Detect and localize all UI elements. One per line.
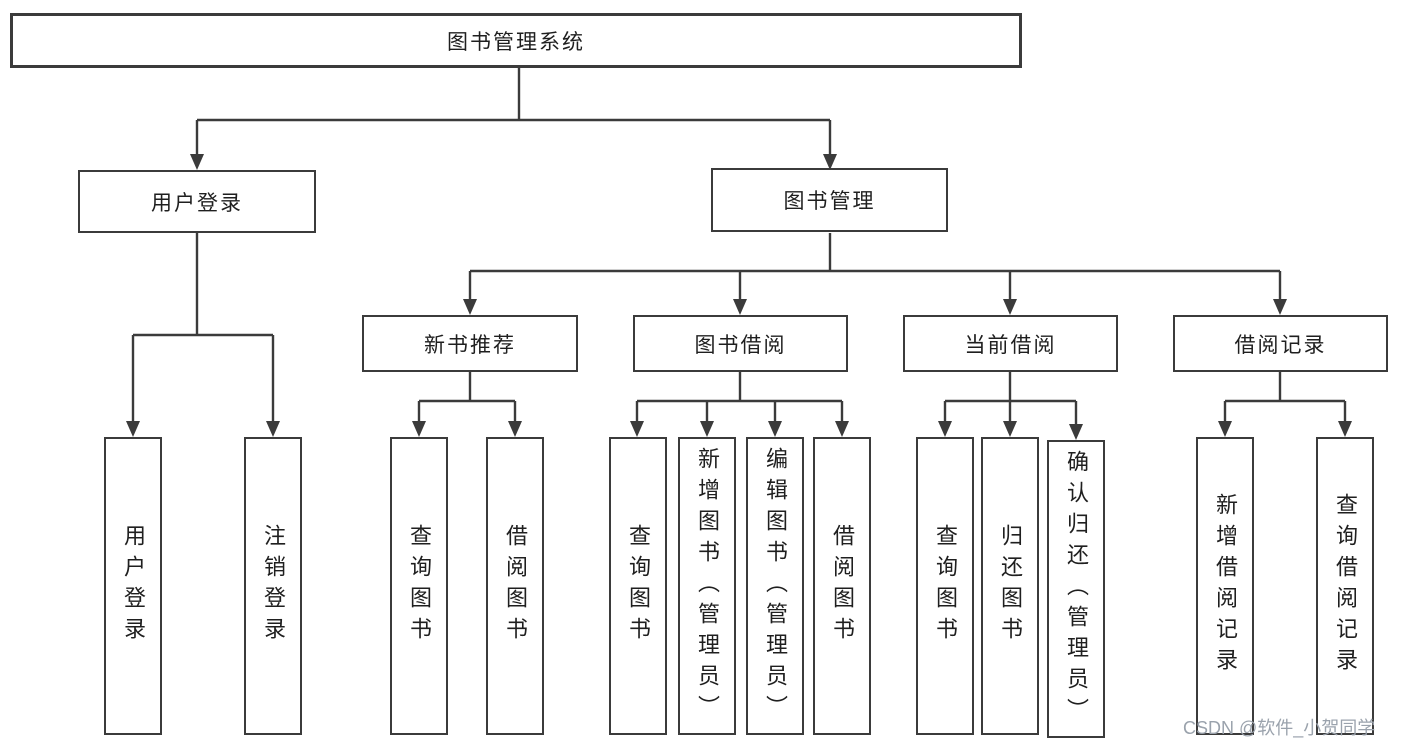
node-new-book-recommend: 新书推荐 (362, 315, 578, 372)
node-label: 新增借阅记录 (1213, 493, 1238, 679)
node-label: 确认归还（管理员） (1064, 449, 1089, 729)
node-book-borrowing: 图书借阅 (633, 315, 848, 372)
node-label: 查询图书 (933, 524, 958, 648)
arrowhead-icon (190, 154, 204, 170)
node-label: 当前借阅 (964, 333, 1057, 357)
arrowhead-icon (266, 421, 280, 437)
arrowhead-icon (700, 421, 714, 437)
node-label: 新书推荐 (424, 333, 516, 357)
node-bb-borrow-books: 借阅图书 (813, 437, 871, 735)
node-root: 图书管理系统 (10, 13, 1022, 68)
node-br-add-record: 新增借阅记录 (1196, 437, 1254, 735)
tree-line-segments (131, 68, 1347, 428)
node-current-borrowing: 当前借阅 (903, 315, 1118, 372)
node-bb-edit-books-admin: 编辑图书（管理员） (746, 437, 804, 735)
node-cb-return-books: 归还图书 (981, 437, 1039, 735)
arrowhead-icon (126, 421, 140, 437)
arrowhead-icon (1069, 424, 1083, 440)
node-nbr-query-books: 查询图书 (390, 437, 448, 735)
node-label: 借阅记录 (1234, 333, 1327, 357)
node-label: 归还图书 (998, 524, 1023, 648)
arrowhead-icon (938, 421, 952, 437)
csdn-watermark: CSDN @软件_小贺同学 (1183, 718, 1376, 738)
arrowhead-icon (1273, 299, 1287, 315)
node-bb-query-books: 查询图书 (609, 437, 667, 735)
node-label: 图书管理 (783, 190, 876, 213)
node-br-query-record: 查询借阅记录 (1316, 437, 1374, 735)
node-user-login-group: 用户登录 (78, 170, 316, 233)
arrowhead-icon (463, 299, 477, 315)
arrowhead-icon (1338, 421, 1352, 437)
node-bb-add-books-admin: 新增图书（管理员） (678, 437, 736, 735)
node-label: 新增图书（管理员） (695, 446, 720, 726)
arrowhead-icon (768, 421, 782, 437)
arrowhead-icon (733, 299, 747, 315)
arrowhead-icon (412, 421, 426, 437)
node-label: 注销登录 (261, 524, 286, 648)
arrowhead-icon (508, 421, 522, 437)
node-borrowing-records: 借阅记录 (1173, 315, 1388, 372)
node-label: 图书借阅 (694, 333, 787, 357)
node-root-label: 图书管理系统 (447, 30, 585, 54)
arrowhead-icon (1218, 421, 1232, 437)
node-nbr-borrow-books: 借阅图书 (486, 437, 544, 735)
node-label: 编辑图书（管理员） (763, 446, 788, 726)
node-label: 用户登录 (121, 524, 146, 648)
node-cb-query-books: 查询图书 (916, 437, 974, 735)
arrowhead-icon (1003, 299, 1017, 315)
node-label: 查询图书 (626, 524, 651, 648)
arrowhead-icon (835, 421, 849, 437)
arrowhead-icon (1003, 421, 1017, 437)
node-label: 查询图书 (407, 524, 432, 648)
node-label: 借阅图书 (830, 524, 855, 648)
node-logout-action: 注销登录 (244, 437, 302, 735)
node-book-management: 图书管理 (711, 168, 948, 232)
node-label: 借阅图书 (503, 524, 528, 648)
node-cb-confirm-return-admin: 确认归还（管理员） (1047, 440, 1105, 738)
node-label: 用户登录 (151, 191, 243, 215)
arrowhead-icon (630, 421, 644, 437)
node-label: 查询借阅记录 (1333, 493, 1358, 679)
node-user-login-action: 用户登录 (104, 437, 162, 735)
